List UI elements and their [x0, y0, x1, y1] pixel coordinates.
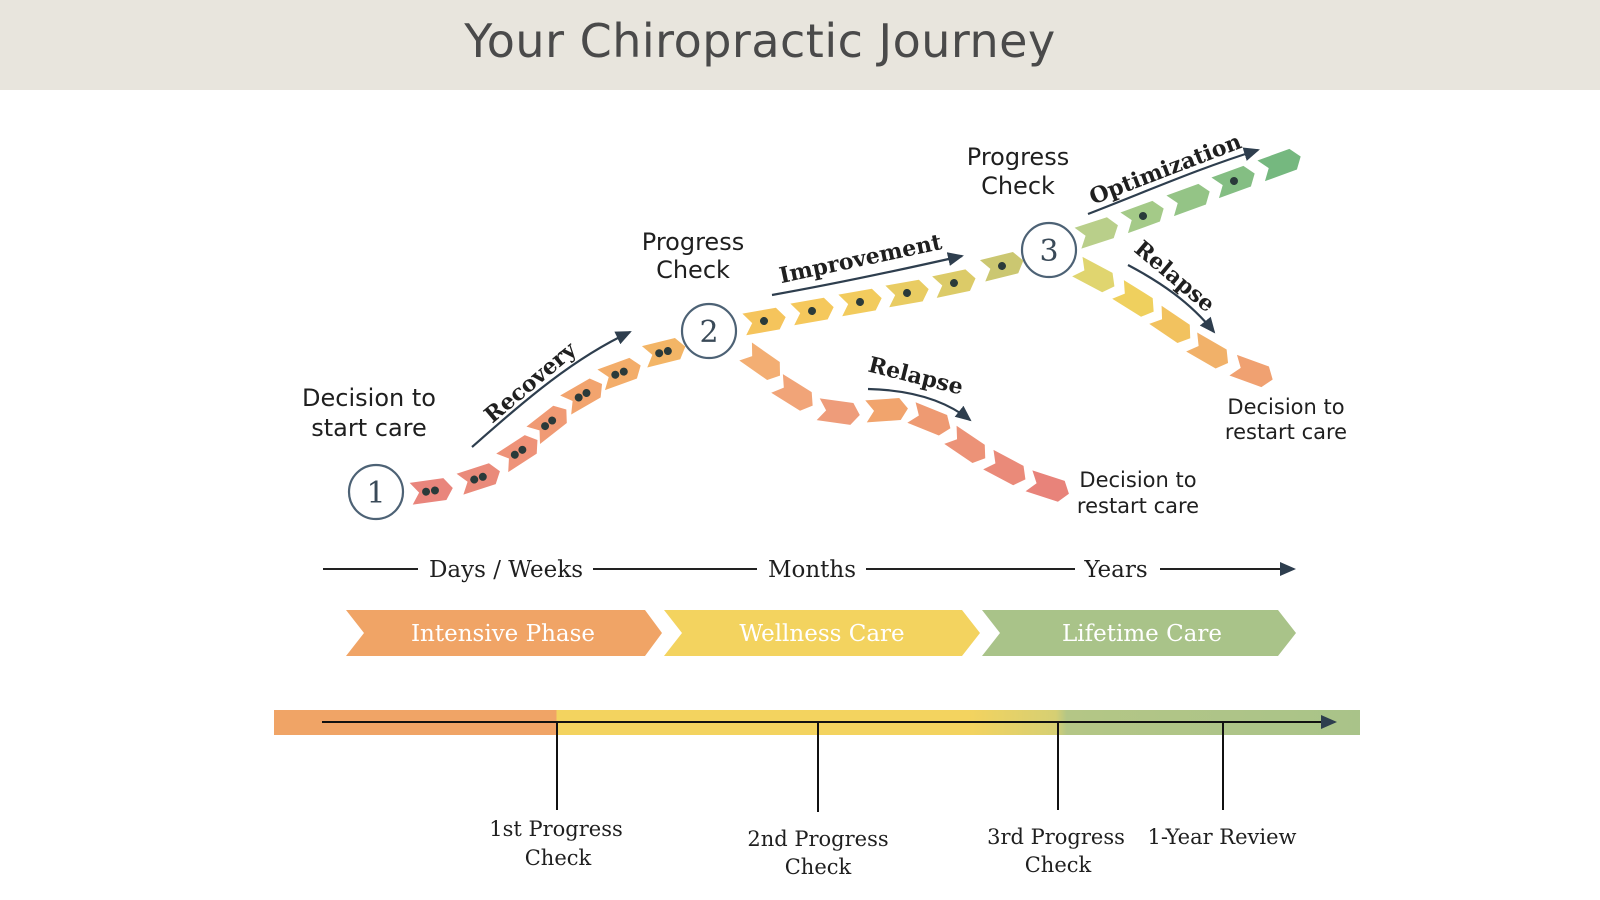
path-segment [739, 342, 781, 381]
time-axis-label-days-weeks: Days / Weeks [429, 557, 583, 583]
path-segment [816, 398, 860, 425]
path-segment [771, 374, 813, 411]
checkup-timeline [274, 710, 1360, 812]
phase-chevron-wellness [664, 610, 980, 656]
optimization-label: Optimization [1086, 129, 1245, 211]
node-1: 1 [347, 463, 405, 521]
restart-caption-1-line-2: restart care [1077, 494, 1199, 518]
improvement-label: Improvement [777, 229, 945, 289]
checkpoint-4-line-1: 1-Year Review [1147, 825, 1296, 849]
path-segment [1211, 165, 1255, 199]
path-segment [1072, 256, 1115, 293]
path-segment [496, 435, 538, 473]
node-3-caption-line-1: Progress [967, 143, 1069, 171]
path-segment [1229, 354, 1273, 388]
path-segment [1025, 470, 1069, 502]
checkpoint-2-line-2: Check [785, 855, 852, 879]
path-segment [1120, 200, 1164, 234]
restart-caption-1-line-1: Decision to [1079, 468, 1196, 492]
checkpoint-1-line-1: 1st Progress [489, 817, 623, 841]
node-3: 3 [1020, 221, 1078, 279]
path-segment [979, 251, 1024, 282]
path-segment [885, 279, 929, 308]
path-segment [944, 425, 986, 463]
path-segment [838, 288, 882, 317]
path-segment [1166, 183, 1210, 217]
path-segment [1149, 305, 1191, 343]
path-segment [526, 405, 567, 444]
node-2: 2 [680, 302, 738, 360]
phase-label-lifetime: Lifetime Care [1062, 621, 1222, 647]
node-3-caption-line-2: Check [981, 172, 1055, 200]
phase-bar: Intensive Phase Wellness Care Lifetime C… [346, 610, 1296, 656]
node-1-number: 1 [366, 476, 385, 511]
checkpoint-3-line-1: 3rd Progress [987, 825, 1125, 849]
title-banner: Your Chiropractic Journey [0, 0, 1600, 90]
checkpoint-1-line-2: Check [525, 846, 592, 870]
path-segment [983, 449, 1026, 486]
path-segment [560, 378, 603, 415]
path-segment [790, 297, 834, 326]
path-segment [742, 307, 786, 336]
node-2-caption-line-2: Check [656, 256, 730, 284]
restart-caption-2-line-2: restart care [1225, 420, 1347, 444]
path-segment [1186, 332, 1229, 369]
path-segment [1074, 217, 1118, 249]
node-2-number: 2 [699, 315, 718, 350]
time-axis-label-years: Years [1083, 557, 1147, 583]
node-2-caption-line-1: Progress [642, 228, 744, 256]
relapse-arrow-2 [1127, 264, 1216, 334]
path-segment [1257, 148, 1301, 182]
path-segment [907, 402, 951, 436]
path-segment [1112, 280, 1154, 317]
phase-chevron-lifetime [982, 610, 1296, 656]
path-segment [865, 398, 908, 423]
node-1-caption-line-2: start care [311, 414, 427, 442]
checkpoint-3-line-2: Check [1025, 853, 1092, 877]
phase-label-wellness: Wellness Care [739, 621, 904, 647]
path-segment [409, 478, 453, 505]
improvement-arrow [771, 252, 964, 297]
relapse-arrow-1 [867, 387, 972, 422]
recovery-label: Recovery [479, 336, 582, 428]
node-3-number: 3 [1039, 234, 1058, 269]
phase-chevron-intensive [346, 610, 662, 656]
time-axis: Days / Weeks Months Years [323, 557, 1296, 583]
restart-caption-2-line-1: Decision to [1227, 395, 1344, 419]
path-segment [597, 357, 641, 391]
path-segment [456, 463, 500, 495]
path-segment [932, 269, 976, 298]
checkpoint-2-line-1: 2nd Progress [747, 827, 888, 851]
relapse-label-1: Relapse [866, 352, 966, 401]
optimization-arrow [1087, 147, 1260, 216]
journey-path [409, 148, 1301, 505]
node-1-caption-line-1: Decision to [302, 384, 436, 412]
path-segment [641, 337, 686, 368]
phase-label-intensive: Intensive Phase [411, 621, 595, 647]
page-title: Your Chiropractic Journey [464, 14, 1056, 68]
path-arrows [471, 147, 1260, 448]
time-axis-label-months: Months [768, 557, 856, 583]
recovery-arrow [471, 331, 632, 448]
